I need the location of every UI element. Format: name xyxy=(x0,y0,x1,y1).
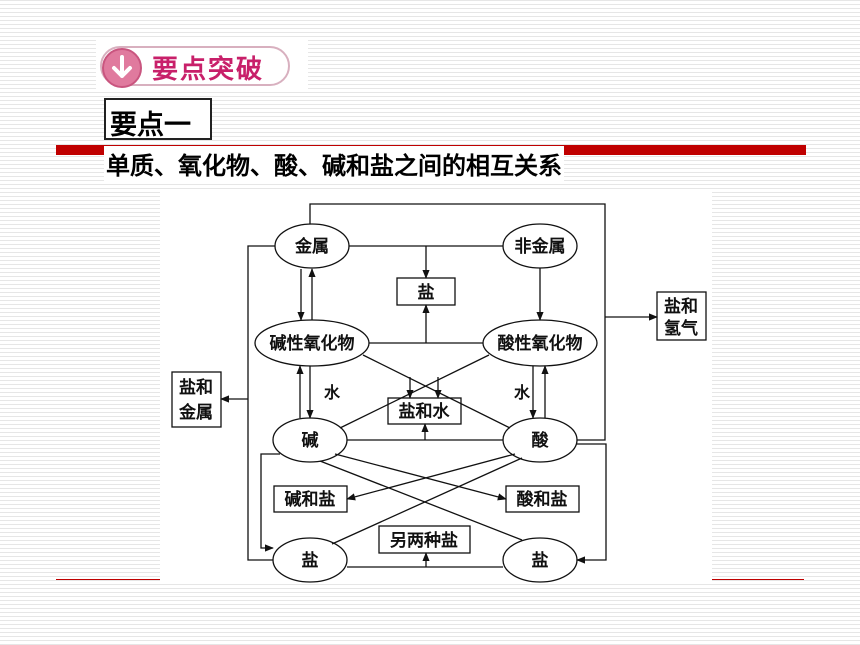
label-salt-left: 盐 xyxy=(302,550,319,571)
point-heading-box: 要点一 xyxy=(104,98,212,141)
label-salt-right: 盐 xyxy=(532,550,549,571)
relation-diagram: 金属 非金属 碱性氧化物 酸性氧化物 碱 酸 盐 盐 盐 盐和 氢气 盐和 金属… xyxy=(160,192,712,584)
label-basic-oxide: 碱性氧化物 xyxy=(270,333,355,354)
label-water-left: 水 xyxy=(324,383,341,402)
badge-title: 要点突破 xyxy=(152,55,265,85)
label-salt-water: 盐和水 xyxy=(399,401,451,422)
footer-line-left xyxy=(56,579,160,580)
label-nonmetal: 非金属 xyxy=(515,236,566,257)
label-salt-hydrogen-1: 盐和 xyxy=(664,296,698,317)
label-salt-hydrogen-2: 氢气 xyxy=(664,318,698,339)
footer-line-right xyxy=(712,579,804,580)
section-badge: 要点突破 xyxy=(96,40,308,90)
point-heading: 要点一 xyxy=(110,110,191,141)
label-salt-metal-2: 金属 xyxy=(178,402,213,423)
label-acidic-oxide: 酸性氧化物 xyxy=(498,333,583,354)
label-two-salts: 另两种盐 xyxy=(390,530,458,551)
label-metal: 金属 xyxy=(294,236,329,257)
label-base-salt: 碱和盐 xyxy=(285,489,336,510)
relation-diagram-svg: 金属 非金属 碱性氧化物 酸性氧化物 碱 酸 盐 盐 盐 盐和 氢气 盐和 金属… xyxy=(171,203,707,583)
label-acid: 酸 xyxy=(532,430,550,451)
label-acid-salt: 酸和盐 xyxy=(517,489,568,510)
label-water-right: 水 xyxy=(514,383,531,402)
label-salt-metal-1: 盐和 xyxy=(179,377,213,398)
label-base: 碱 xyxy=(302,430,319,451)
section-subtitle: 单质、氧化物、酸、碱和盐之间的相互关系 xyxy=(104,146,564,181)
arrow-down-circle-icon xyxy=(102,48,142,88)
label-salt-top: 盐 xyxy=(418,282,435,303)
